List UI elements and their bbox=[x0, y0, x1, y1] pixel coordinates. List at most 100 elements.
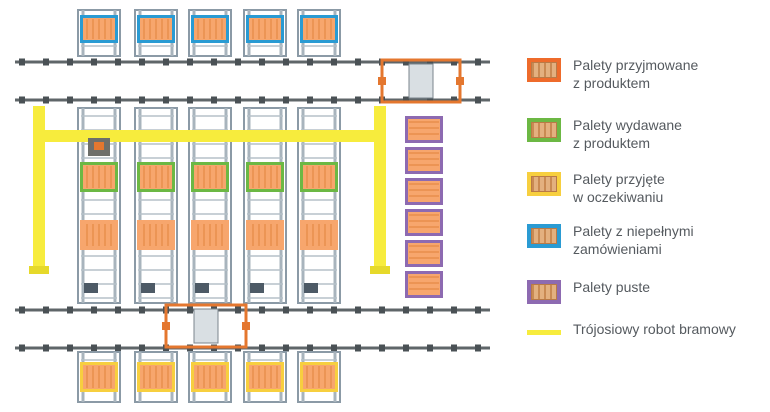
rail-2-tie bbox=[235, 96, 241, 104]
rail-2-tie bbox=[307, 96, 313, 104]
rail-1-tie bbox=[355, 58, 361, 66]
legend-swatch-incomplete bbox=[527, 224, 561, 248]
rail-2-tie bbox=[43, 96, 49, 104]
pallet-empty-5-deck bbox=[408, 274, 440, 295]
rail-3-tie bbox=[427, 306, 433, 314]
legend-swatch-empty bbox=[527, 280, 561, 304]
shuttle-bottom-wheel bbox=[162, 322, 170, 330]
rail-1-tie bbox=[91, 58, 97, 66]
rail-4-tie bbox=[283, 344, 289, 352]
rail-1-tie bbox=[259, 58, 265, 66]
shuttle-bottom-carriage bbox=[193, 308, 219, 344]
rail-2-tie bbox=[451, 96, 457, 104]
drive-unit-1 bbox=[141, 283, 155, 293]
rack-mid-2 bbox=[188, 107, 232, 304]
rail-1-tie bbox=[139, 58, 145, 66]
rail-3-tie bbox=[379, 306, 385, 314]
rail-3-tie bbox=[67, 306, 73, 314]
rail-4-tie bbox=[307, 344, 313, 352]
shuttle-top-carriage bbox=[408, 63, 434, 99]
gantry-foot-left bbox=[29, 266, 49, 274]
rail-1-tie bbox=[19, 58, 25, 66]
rail-1-tie bbox=[187, 58, 193, 66]
legend-label-waiting: Palety przyjęte w oczekiwaniu bbox=[573, 171, 665, 205]
rail-4-tie bbox=[91, 344, 97, 352]
rail-2-tie bbox=[331, 96, 337, 104]
rail-2-tie bbox=[19, 96, 25, 104]
rail-2-tie bbox=[475, 96, 481, 104]
rack-top-0 bbox=[77, 9, 121, 57]
rack-bottom-2 bbox=[188, 351, 232, 403]
rail-3-tie bbox=[91, 306, 97, 314]
rail-2-tie bbox=[163, 96, 169, 104]
gantry-leg-left bbox=[33, 106, 45, 274]
pallet-empty-4-deck bbox=[408, 243, 440, 264]
rail-2-tie bbox=[427, 96, 433, 104]
rail-1-tie bbox=[403, 58, 409, 66]
rail-2-tie bbox=[355, 96, 361, 104]
rail-4-tie bbox=[67, 344, 73, 352]
rail-3-tie bbox=[187, 306, 193, 314]
rail-2-tie bbox=[91, 96, 97, 104]
rail-4 bbox=[15, 346, 490, 350]
rail-1-tie bbox=[115, 58, 121, 66]
rail-4-tie bbox=[115, 344, 121, 352]
legend-label-robot: Trójosiowy robot bramowy bbox=[573, 321, 736, 337]
rail-3-tie bbox=[355, 306, 361, 314]
rail-2-tie bbox=[403, 96, 409, 104]
rail-4-tie bbox=[403, 344, 409, 352]
legend-item-outgoing: Palety wydawane z produktem bbox=[527, 117, 682, 152]
legend-swatch-waiting bbox=[527, 172, 561, 196]
rack-mid-3 bbox=[243, 107, 287, 304]
rail-1-tie bbox=[235, 58, 241, 66]
rack-bottom-0 bbox=[77, 351, 121, 403]
pallet-empty-2-deck bbox=[408, 181, 440, 202]
rack-top-1 bbox=[134, 9, 178, 57]
rail-3 bbox=[15, 308, 490, 312]
gantry-head-light bbox=[94, 142, 104, 150]
rail-4-tie bbox=[139, 344, 145, 352]
rail-3-tie bbox=[331, 306, 337, 314]
legend-item-waiting: Palety przyjęte w oczekiwaniu bbox=[527, 171, 665, 206]
legend-label-outgoing: Palety wydawane z produktem bbox=[573, 117, 682, 151]
rail-3-tie bbox=[475, 306, 481, 314]
legend-label-incoming: Palety przyjmowane z produktem bbox=[573, 57, 699, 91]
rail-4-tie bbox=[475, 344, 481, 352]
rail-3-tie bbox=[235, 306, 241, 314]
legend-line-robot bbox=[527, 330, 561, 335]
drive-unit-0 bbox=[84, 283, 98, 293]
shuttle-top-wheel bbox=[378, 77, 386, 85]
rail-2-tie bbox=[259, 96, 265, 104]
rail-2-tie bbox=[67, 96, 73, 104]
rail-3-tie bbox=[451, 306, 457, 314]
rail-3-tie bbox=[307, 306, 313, 314]
rail-3-tie bbox=[19, 306, 25, 314]
drive-unit-2 bbox=[195, 283, 209, 293]
gantry-foot-right bbox=[370, 266, 390, 274]
rail-3-tie bbox=[259, 306, 265, 314]
drive-unit-3 bbox=[250, 283, 264, 293]
rail-4-tie bbox=[427, 344, 433, 352]
rail-2 bbox=[15, 98, 490, 102]
rack-top-3 bbox=[243, 9, 287, 57]
rail-4-tie bbox=[379, 344, 385, 352]
rack-bottom-1 bbox=[134, 351, 178, 403]
gantry-leg-right bbox=[374, 106, 386, 274]
shuttle-top-wheel bbox=[456, 77, 464, 85]
rack-top-2 bbox=[188, 9, 232, 57]
shuttle-bottom-wheel bbox=[242, 322, 250, 330]
rail-1-tie bbox=[427, 58, 433, 66]
rack-bottom-3 bbox=[243, 351, 287, 403]
legend-swatch-outgoing bbox=[527, 118, 561, 142]
rail-1-tie bbox=[307, 58, 313, 66]
pallet-empty-0-deck bbox=[408, 119, 440, 140]
pallet-empty-1-deck bbox=[408, 150, 440, 171]
rack-mid-4 bbox=[297, 107, 341, 304]
rail-1-tie bbox=[451, 58, 457, 66]
gantry-beam bbox=[33, 130, 386, 142]
rail-3-tie bbox=[283, 306, 289, 314]
rack-mid-0 bbox=[77, 107, 121, 304]
rail-3-tie bbox=[403, 306, 409, 314]
rack-bottom-4 bbox=[297, 351, 341, 403]
